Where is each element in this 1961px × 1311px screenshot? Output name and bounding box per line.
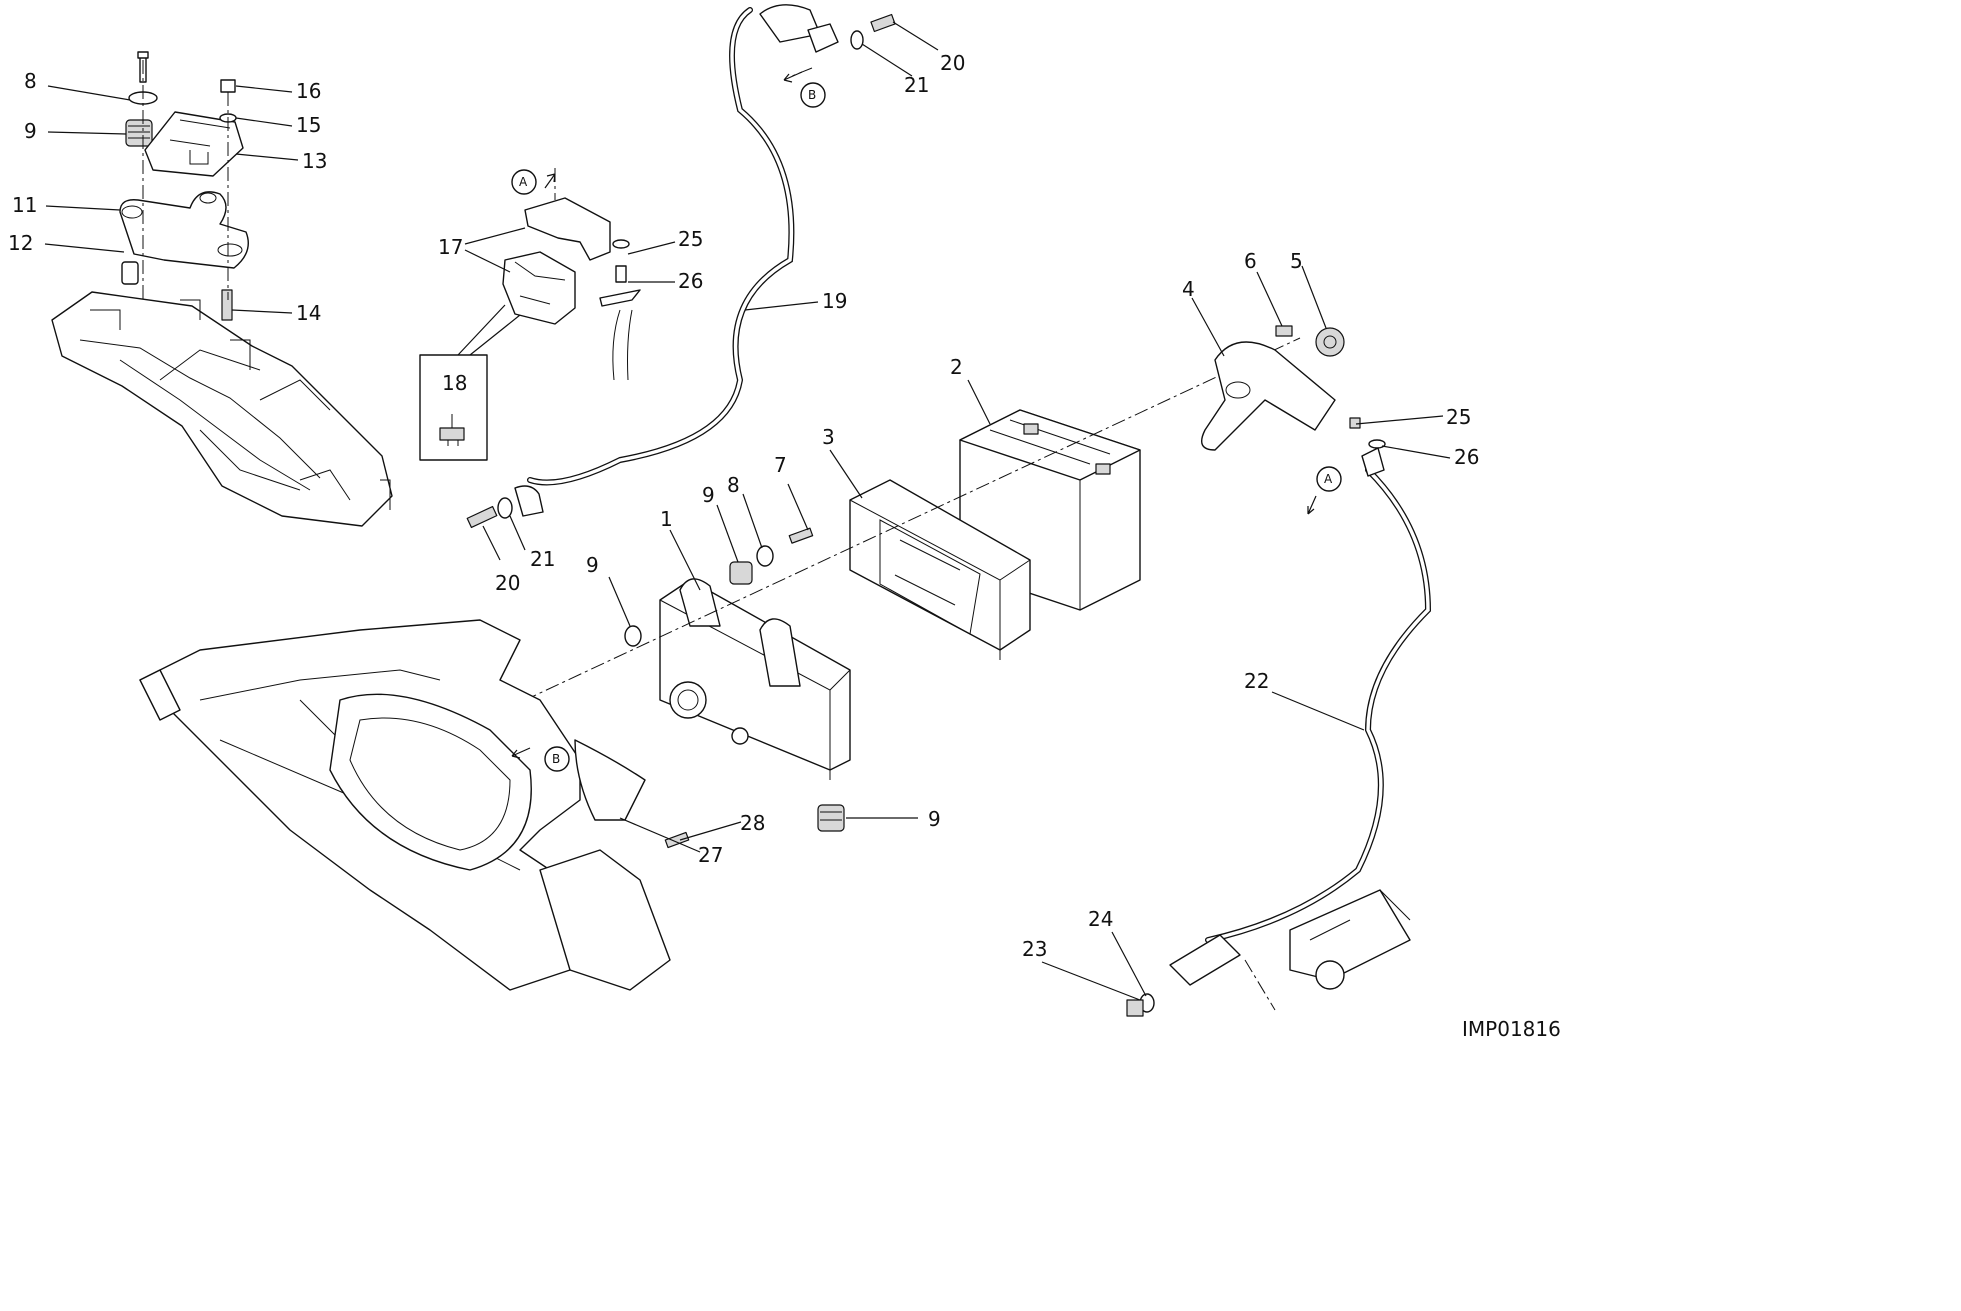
callout-21-bottom: 21 <box>530 547 555 571</box>
ref-a-right: A <box>1324 472 1333 486</box>
starter-cable-and-motor <box>1126 417 1432 1017</box>
ref-b-bottom: B <box>552 752 560 766</box>
callout-10: 9 <box>586 553 599 577</box>
callout-11: 11 <box>12 193 37 217</box>
callout-5: 5 <box>1290 249 1303 273</box>
callout-17: 17 <box>438 235 463 259</box>
battery-box <box>477 337 1301 832</box>
battery-cable <box>466 4 896 529</box>
callout-15: 15 <box>296 113 321 137</box>
callout-3: 3 <box>822 425 835 449</box>
callout-20-bottom: 20 <box>495 571 520 595</box>
callout-19: 19 <box>822 289 847 313</box>
callout-26-right: 26 <box>1454 445 1479 469</box>
battery-holder-bracket <box>1201 325 1345 451</box>
callout-16: 16 <box>296 79 321 103</box>
callout-26-top: 26 <box>678 269 703 293</box>
callout-25-top: 25 <box>678 227 703 251</box>
callout-18: 18 <box>442 371 467 395</box>
callout-9-bottom: 9 <box>928 807 941 831</box>
ref-b-top: B <box>808 88 816 102</box>
callout-12: 12 <box>8 231 33 255</box>
rear-subframe-assembly <box>139 619 690 991</box>
battery-cover <box>849 479 1031 660</box>
callout-6: 6 <box>1244 249 1257 273</box>
callout-20-top: 20 <box>940 51 965 75</box>
callout-7: 7 <box>774 453 787 477</box>
sensor-bracket-assembly <box>51 51 393 527</box>
reference-letters: A A B B <box>519 88 1333 766</box>
callout-27: 27 <box>698 843 723 867</box>
callout-23: 23 <box>1022 937 1047 961</box>
callout-13: 13 <box>302 149 327 173</box>
callout-1: 1 <box>660 507 673 531</box>
callout-9: 9 <box>24 119 37 143</box>
starter-relay-assembly <box>419 168 641 461</box>
exploded-parts-diagram: 8 9 11 12 16 15 13 14 17 18 25 26 19 20 … <box>8 4 1561 1041</box>
callout-28: 28 <box>740 811 765 835</box>
callout-24: 24 <box>1088 907 1113 931</box>
callout-14: 14 <box>296 301 321 325</box>
callout-21-top: 21 <box>904 73 929 97</box>
callout-22: 22 <box>1244 669 1269 693</box>
callout-9-mid: 9 <box>702 483 715 507</box>
drawing-code: IMP01816 <box>1462 1017 1561 1041</box>
callout-leaders <box>44 21 1451 1001</box>
callout-labels: 8 9 11 12 16 15 13 14 17 18 25 26 19 20 … <box>8 51 1479 961</box>
callout-8: 8 <box>24 69 37 93</box>
ref-a-top: A <box>519 175 528 189</box>
callout-2: 2 <box>950 355 963 379</box>
callout-4: 4 <box>1182 277 1195 301</box>
callout-8-mid: 8 <box>727 473 740 497</box>
reference-markers <box>511 71 1342 772</box>
callout-25-right: 25 <box>1446 405 1471 429</box>
